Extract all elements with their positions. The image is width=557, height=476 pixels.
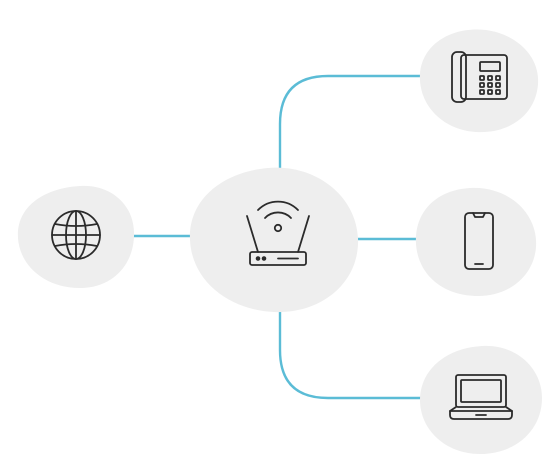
node-blobs [17, 29, 542, 454]
laptop-icon [449, 374, 513, 420]
wifi-router-icon [246, 200, 310, 266]
node-desk-phone-blob [419, 29, 539, 133]
connectors [128, 74, 426, 400]
smartphone-icon [464, 212, 494, 270]
desk-phone-icon [451, 51, 508, 103]
globe-icon [51, 210, 101, 260]
node-router-blob [189, 167, 359, 313]
node-smartphone-blob [415, 187, 537, 296]
edge-router-desk-phone [278, 74, 422, 172]
node-laptop-blob [420, 345, 542, 454]
edge-router-laptop [278, 310, 426, 400]
